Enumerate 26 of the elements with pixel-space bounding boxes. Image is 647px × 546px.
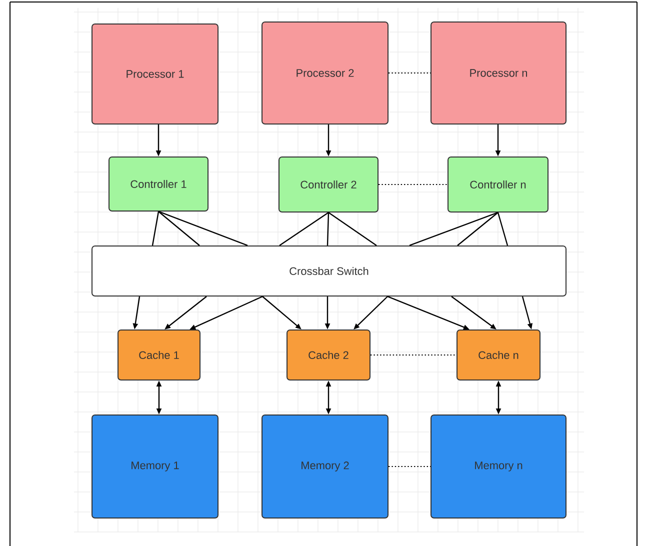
controller-box: Controller 1 <box>108 156 208 212</box>
connector-line <box>279 212 329 246</box>
connector-line <box>158 211 200 246</box>
connector-line <box>152 211 160 246</box>
dotted-line <box>388 72 431 74</box>
memory-box: Memory 1 <box>92 414 218 518</box>
controller-box: Controller n <box>448 156 548 212</box>
dotted-line <box>370 354 457 356</box>
dotted-line <box>378 184 448 185</box>
crossbar-box: Crossbar Switch <box>92 246 566 296</box>
connector-line <box>457 212 498 246</box>
controller-box: Controller 2 <box>278 156 378 212</box>
connector-line <box>328 212 377 246</box>
memory-box: Memory n <box>430 414 566 518</box>
cache-box: Cache 1 <box>118 330 200 380</box>
connector-line <box>158 210 248 246</box>
connector-line <box>326 212 330 246</box>
cache-box: Cache 2 <box>286 330 370 380</box>
processor-box: Processor 2 <box>262 22 388 124</box>
processor-box: Processor n <box>430 22 566 124</box>
connector-line <box>409 212 498 246</box>
dotted-line <box>388 466 431 467</box>
cache-box: Cache n <box>456 330 540 380</box>
connector-line <box>497 212 508 246</box>
processor-box: Processor 1 <box>92 24 218 124</box>
memory-box: Memory 2 <box>262 414 388 518</box>
